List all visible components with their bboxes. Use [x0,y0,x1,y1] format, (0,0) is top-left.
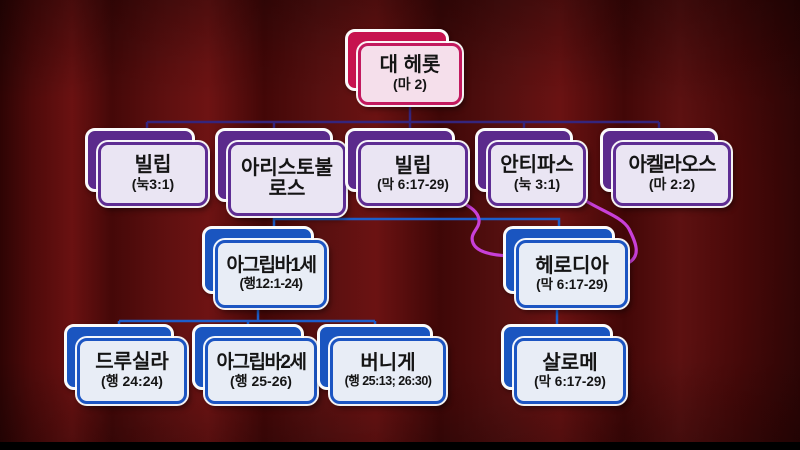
node-card: 아그립바1세 (행12:1-24) [215,240,327,308]
scripture-ref: (마 2) [393,76,427,93]
person-name: 드루실라 [95,351,169,374]
node-card: 버니게 (행 25:13; 26:30) [330,338,446,404]
node-drusilla: 드루실라 (행 24:24) [64,324,187,404]
node-antipas: 안티파스 (눅 3:1) [475,128,586,206]
person-name: 아켈라오스 [628,154,717,177]
node-card: 아켈라오스 (마 2:2) [613,142,731,206]
node-card: 대 헤롯 (마 2) [358,43,462,105]
person-name: 안티파스 [500,154,574,177]
node-philip-mark: 빌립 (막 6:17-29) [345,128,468,206]
person-name: 아리스토불로스 [241,157,333,200]
node-card: 빌립 (눅3:1) [98,142,208,206]
node-agrippa-1: 아그립바1세 (행12:1-24) [202,226,327,308]
scripture-ref: (막 6:17-29) [536,276,608,292]
node-card: 아리스토불로스 [228,142,346,216]
scripture-ref: (행 24:24) [101,373,163,390]
marriage-line-philip-herodias [450,194,518,258]
node-salome: 살로메 (막 6:17-29) [501,324,626,404]
scripture-ref: (행 25-26) [230,372,292,389]
node-card: 살로메 (막 6:17-29) [514,338,626,404]
node-herodias: 헤로디아 (막 6:17-29) [503,226,628,308]
person-name: 버니게 [360,352,416,375]
person-name: 아그립바1세 [226,255,317,277]
person-name: 빌립 [394,154,432,177]
node-philip-luke: 빌립 (눅3:1) [85,128,208,206]
node-agrippa-2: 아그립바2세 (행 25-26) [192,324,317,404]
person-name: 헤로디아 [535,254,609,277]
scripture-ref: (막 6:17-29) [534,373,606,389]
node-herod-the-great: 대 헤롯 (마 2) [345,29,462,105]
scripture-ref: (눅 3:1) [513,176,561,193]
person-name: 아그립바2세 [216,351,307,373]
node-aristobulus: 아리스토불로스 [215,128,346,216]
node-card: 헤로디아 (막 6:17-29) [516,240,628,308]
marriage-lines [450,194,638,266]
node-card: 드루실라 (행 24:24) [77,338,187,404]
scripture-ref: (막 6:17-29) [377,176,449,192]
node-card: 빌립 (막 6:17-29) [358,142,468,206]
node-card: 안티파스 (눅 3:1) [488,142,586,206]
marriage-line-antipas-herodias [576,194,638,266]
person-name: 빌립 [134,154,172,177]
scripture-ref: (행12:1-24) [239,276,303,292]
node-bernice: 버니게 (행 25:13; 26:30) [317,324,446,404]
scripture-ref: (마 2:2) [648,176,696,193]
node-card: 아그립바2세 (행 25-26) [205,338,317,404]
person-name: 살로메 [542,351,598,374]
person-name: 대 헤롯 [379,54,441,77]
scripture-ref: (행 25:13; 26:30) [344,374,432,389]
node-archelaus: 아켈라오스 (마 2:2) [600,128,731,206]
bottom-letterbox-bar [0,442,800,450]
scripture-ref: (눅3:1) [131,176,175,193]
